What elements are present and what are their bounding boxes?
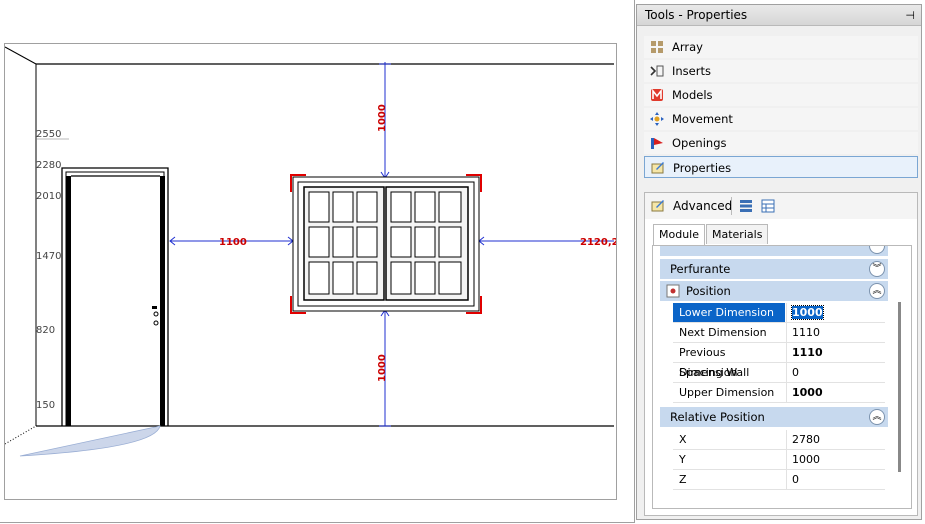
prop-row-next-dimension[interactable]: Next Dimension 1110	[673, 323, 885, 343]
tools-properties-panel: Tools - Properties ⊣ Array Inserts Model…	[636, 4, 922, 520]
movement-icon	[650, 112, 664, 126]
prop-value[interactable]: 1000	[786, 450, 884, 469]
tool-label: Properties	[673, 161, 732, 175]
tab-module[interactable]: Module	[653, 224, 705, 246]
prop-value[interactable]: 1000	[786, 383, 884, 402]
openings-icon	[651, 138, 663, 149]
advanced-section: Advanced Module Materials ︾ Perfurante ︾…	[644, 192, 918, 516]
prop-row-lower-dimension[interactable]: Lower Dimension 1000	[673, 303, 885, 323]
prop-name: Y	[679, 453, 686, 466]
pin-icon[interactable]: ⊣	[905, 9, 915, 22]
module-property-grid: ︾ Perfurante ︾ Position ︽ Lower Dimensio…	[652, 245, 912, 509]
group-collapsed-top: ︾	[660, 246, 888, 256]
categorized-view-icon[interactable]	[739, 199, 753, 213]
prop-name: Z	[679, 473, 687, 486]
group-perfurante[interactable]: Perfurante ︾	[660, 259, 888, 279]
prop-name: Spacing Wall	[679, 366, 750, 379]
prop-value[interactable]: 1110	[786, 323, 884, 342]
elevation-drawing[interactable]: 2550 2280 2010 1470 820 150	[5, 44, 616, 499]
height-mark: 2550	[36, 129, 61, 140]
window-module[interactable]	[290, 174, 482, 314]
position-icon	[666, 284, 680, 298]
prop-value[interactable]: 0	[786, 363, 884, 382]
dimension-right-label: 2120,2	[580, 237, 616, 248]
height-mark: 2280	[36, 160, 61, 171]
inserts-icon	[650, 65, 664, 77]
prop-row-y[interactable]: Y 1000	[673, 450, 885, 470]
prop-name: Lower Dimension	[673, 303, 785, 322]
prop-name: Next Dimension	[679, 326, 767, 339]
prop-value[interactable]: 1110	[786, 343, 884, 362]
prop-name: Upper Dimension	[679, 386, 775, 399]
tool-inserts[interactable]: Inserts	[644, 60, 918, 82]
height-marks: 2550 2280 2010 1470 820 150	[36, 129, 69, 411]
prop-row-previous-dimension[interactable]: Previous Dimension 1110	[673, 343, 885, 379]
door[interactable]	[19, 167, 169, 457]
tab-materials[interactable]: Materials	[706, 224, 769, 244]
advanced-title: Advanced	[673, 199, 733, 213]
dimension-lines	[169, 62, 614, 427]
collapse-icon[interactable]: ︽	[869, 283, 885, 299]
tool-openings[interactable]: Openings	[644, 132, 918, 154]
properties-icon	[651, 200, 664, 212]
tool-models[interactable]: Models	[644, 84, 918, 106]
array-icon	[651, 41, 663, 53]
group-relative-position[interactable]: Relative Position ︽	[660, 407, 888, 427]
dimension-bottom-label: 1000	[377, 354, 388, 382]
tool-label: Models	[672, 88, 713, 102]
properties-icon	[651, 162, 664, 174]
tool-label: Openings	[672, 136, 727, 150]
tool-label: Movement	[672, 112, 733, 126]
prop-value-input[interactable]: 1000	[786, 303, 884, 322]
dimension-left-label: 1100	[219, 237, 247, 248]
group-label: Relative Position	[670, 410, 765, 424]
drawing-canvas[interactable]: 2550 2280 2010 1470 820 150	[4, 43, 617, 500]
group-position[interactable]: Position ︽	[660, 281, 888, 301]
expand-icon[interactable]: ︾	[869, 261, 885, 277]
prop-row-x[interactable]: X 2780	[673, 430, 885, 450]
tool-list: Array Inserts Models Movement Openings P…	[644, 36, 918, 180]
height-mark: 820	[36, 325, 55, 336]
height-mark: 150	[36, 400, 55, 411]
scrollbar[interactable]	[898, 302, 901, 472]
tool-array[interactable]: Array	[644, 36, 918, 58]
prop-row-spacing-wall[interactable]: Spacing Wall 0	[673, 363, 885, 383]
collapse-icon[interactable]: ︾	[869, 246, 885, 254]
drawing-area-frame	[0, 0, 635, 523]
group-label: Perfurante	[670, 262, 731, 276]
prop-value[interactable]: 0	[786, 470, 884, 489]
prop-row-upper-dimension[interactable]: Upper Dimension 1000	[673, 383, 885, 403]
height-mark: 2010	[36, 191, 61, 202]
prop-value: 1000	[791, 305, 824, 320]
panel-title: Tools - Properties	[645, 8, 748, 22]
selection-handles	[290, 174, 482, 314]
tool-label: Array	[672, 40, 703, 54]
group-label: Position	[686, 284, 731, 298]
collapse-icon[interactable]: ︽	[869, 409, 885, 425]
panel-title-bar: Tools - Properties ⊣	[637, 5, 921, 26]
height-mark: 1470	[36, 251, 61, 262]
prop-name: X	[679, 433, 687, 446]
prop-name: Previous Dimension	[679, 346, 738, 379]
prop-row-z[interactable]: Z 0	[673, 470, 885, 490]
tool-label: Inserts	[672, 64, 711, 78]
grid-view-icon[interactable]	[761, 199, 775, 213]
tab-strip: Module Materials	[653, 224, 769, 246]
advanced-header: Advanced	[645, 193, 917, 219]
tool-movement[interactable]: Movement	[644, 108, 918, 130]
dimension-top-label: 1000	[377, 104, 388, 132]
models-icon	[651, 88, 663, 101]
prop-value[interactable]: 2780	[786, 430, 884, 449]
tool-properties[interactable]: Properties	[644, 156, 918, 178]
